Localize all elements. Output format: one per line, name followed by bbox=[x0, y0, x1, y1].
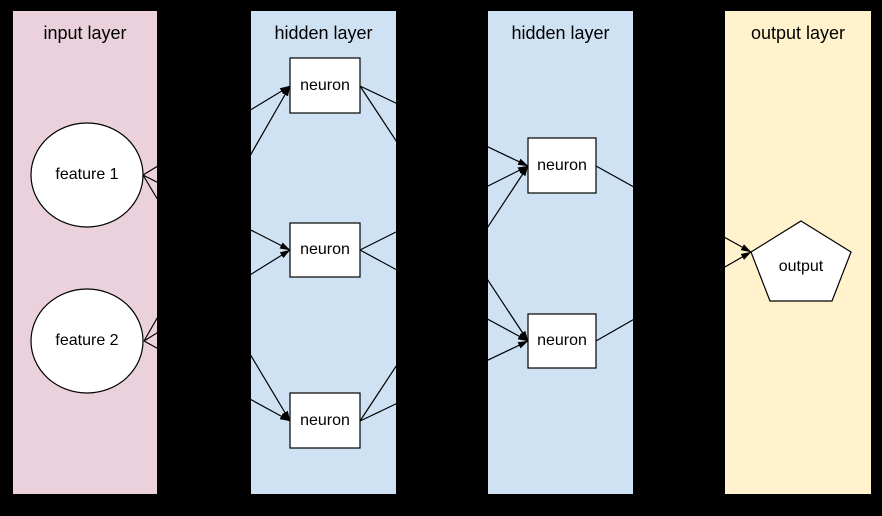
layer-label-input: input layer bbox=[43, 23, 127, 43]
layer-column-input: input layer bbox=[13, 11, 157, 494]
node-label-neuron-4: neuron bbox=[537, 157, 587, 174]
layer-label-output: output layer bbox=[750, 23, 846, 43]
layer-label-hidden-2: hidden layer bbox=[511, 23, 610, 43]
node-label-feature-1: feature 1 bbox=[55, 166, 119, 183]
layer-label-hidden-1: hidden layer bbox=[274, 23, 373, 43]
node-label-neuron-3: neuron bbox=[300, 412, 350, 429]
node-label-output: output bbox=[778, 258, 824, 275]
node-label-neuron-5: neuron bbox=[537, 332, 587, 349]
layer-column-hidden-2: hidden layer bbox=[488, 11, 633, 494]
node-label-neuron-1: neuron bbox=[300, 77, 350, 94]
layer-column-output: output layer bbox=[725, 11, 871, 494]
node-label-feature-2: feature 2 bbox=[55, 332, 119, 349]
node-label-neuron-2: neuron bbox=[300, 241, 350, 258]
